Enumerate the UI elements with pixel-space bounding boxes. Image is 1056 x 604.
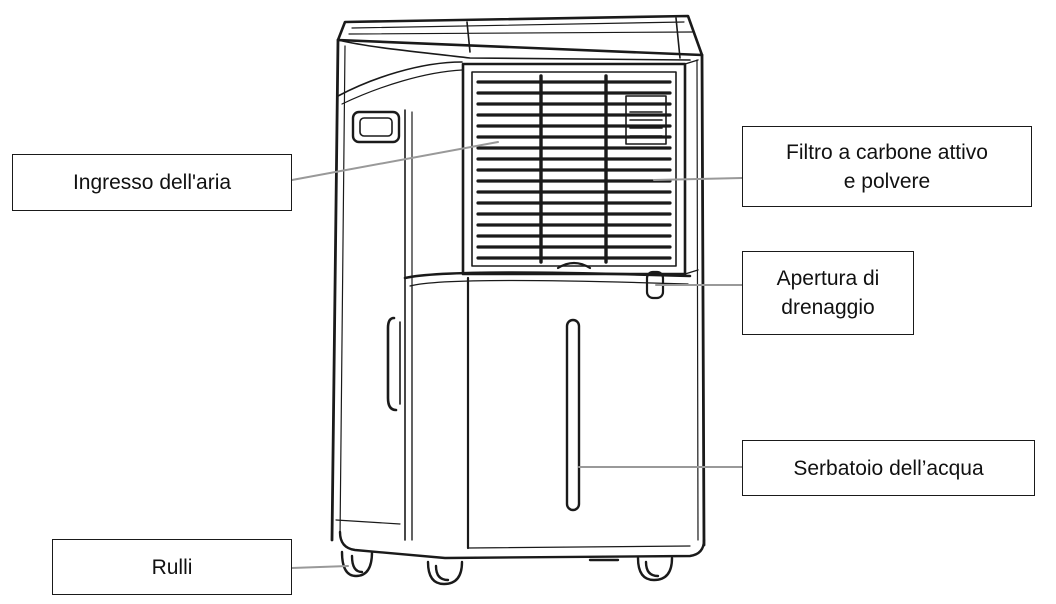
label-filter-line1: Filtro a carbone attivo [786,140,988,164]
casters [340,550,674,586]
side-grip [386,316,401,412]
grille-slats [476,80,672,260]
leader-lines [291,141,743,569]
label-rollers-text: Rulli [151,555,193,579]
label-water-tank: Serbatoio dell’acqua [742,440,1035,496]
water-tank [403,271,692,550]
grille-dividers [539,74,608,264]
label-drain-line1: Apertura di [776,267,880,290]
leader-air-inlet [291,141,499,181]
label-drain: Apertura di drenaggio [742,251,914,335]
side-handle [351,110,401,144]
filter-cartridge [625,95,667,145]
grille-tab [556,261,592,270]
label-filter-line2: e polvere [843,169,931,193]
label-rollers: Rulli [52,539,292,595]
label-air-inlet-text: Ingresso dell'aria [72,171,232,194]
leader-filter [653,177,743,181]
label-drain-line2: drenaggio [781,296,875,319]
leader-rollers [291,565,349,569]
top-panel [336,14,704,59]
label-filter: Filtro a carbone attivo e polvere [742,126,1032,207]
label-water-tank-text: Serbatoio dell’acqua [793,456,984,480]
label-air-inlet: Ingresso dell'aria [12,154,292,211]
